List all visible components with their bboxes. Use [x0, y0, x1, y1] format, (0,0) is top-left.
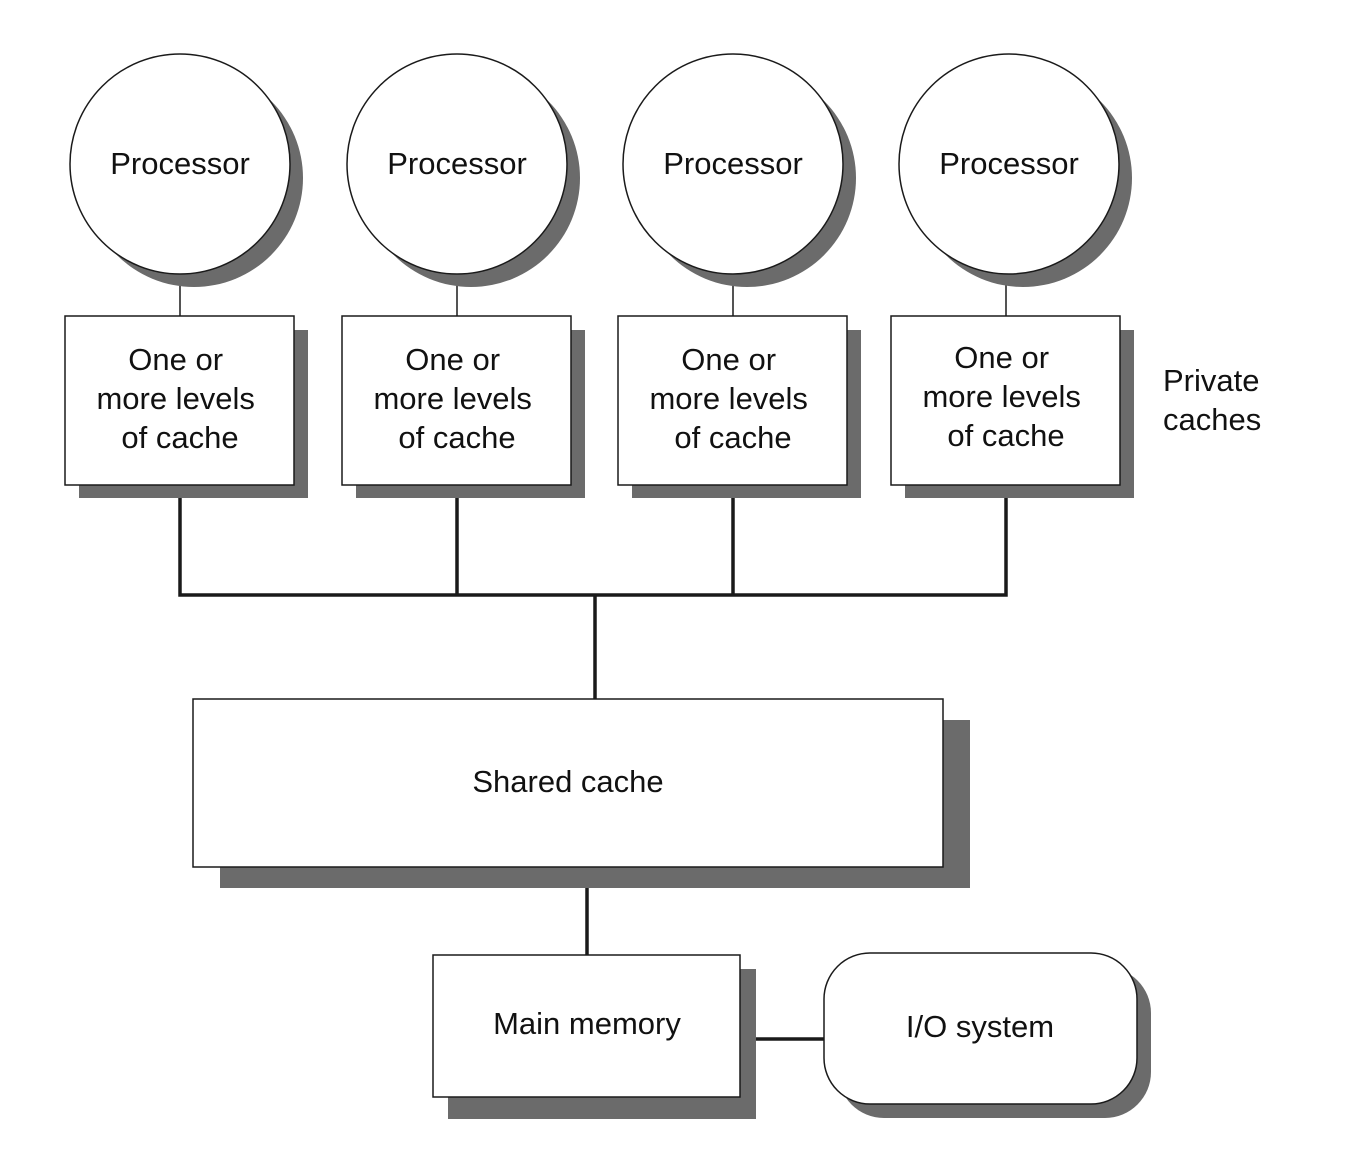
cache-label-line: of cache	[947, 418, 1064, 453]
cache-label-line: more levels	[649, 381, 808, 416]
processor-label: Processor	[387, 146, 527, 181]
connectors	[178, 275, 1008, 1041]
shared-cache-box	[192, 698, 944, 868]
io-system-box	[823, 952, 1138, 1105]
cache-label-line: One or	[954, 340, 1049, 375]
cache-label-line: of cache	[121, 420, 238, 455]
processor-circle	[622, 53, 844, 275]
cache-label-line: more levels	[922, 379, 1081, 414]
processor-3: Processor	[622, 53, 856, 287]
cache-label-line: One or	[681, 342, 776, 377]
cache-label-line: One or	[128, 342, 223, 377]
processor-label: Processor	[110, 146, 250, 181]
processor-circle	[69, 53, 291, 275]
cache-box	[617, 315, 848, 486]
private-caches-label-line2: caches	[1163, 402, 1262, 437]
private-cache-4: One or more levels of cache	[890, 315, 1134, 498]
cache-label-line: of cache	[674, 420, 791, 455]
shared-cache: Shared cache	[192, 698, 970, 888]
private-cache-bus	[178, 485, 1008, 597]
main-memory-box	[432, 954, 741, 1098]
private-caches-label-line1: Private	[1163, 363, 1260, 398]
private-caches-label: Private caches	[1163, 361, 1261, 439]
shared-cache-label: Shared cache	[472, 764, 663, 799]
processor-circle	[898, 53, 1120, 275]
cache-label-line: One or	[405, 342, 500, 377]
processor-circle	[346, 53, 568, 275]
cache-box	[890, 315, 1121, 486]
private-cache-3: One or more levels of cache	[617, 315, 861, 498]
cache-label-line: more levels	[96, 381, 255, 416]
cache-box	[64, 315, 295, 486]
processor-4: Processor	[898, 53, 1132, 287]
io-system-label: I/O system	[906, 1009, 1054, 1044]
private-cache-1: One or more levels of cache	[64, 315, 308, 498]
processor-label: Processor	[939, 146, 1079, 181]
processor-label: Processor	[663, 146, 803, 181]
cache-label-line: more levels	[373, 381, 532, 416]
processor-1: Processor	[69, 53, 303, 287]
cache-label: One or more levels of cache	[96, 342, 263, 455]
private-cache-2: One or more levels of cache	[341, 315, 585, 498]
main-memory: Main memory	[432, 954, 756, 1119]
processor-2: Processor	[346, 53, 580, 287]
io-system: I/O system	[823, 952, 1151, 1118]
cache-label-line: of cache	[398, 420, 515, 455]
cache-label: One or more levels of cache	[649, 342, 816, 455]
main-memory-label: Main memory	[493, 1006, 681, 1041]
cache-box	[341, 315, 572, 486]
cache-label: One or more levels of cache	[922, 340, 1089, 453]
cache-label: One or more levels of cache	[373, 342, 540, 455]
